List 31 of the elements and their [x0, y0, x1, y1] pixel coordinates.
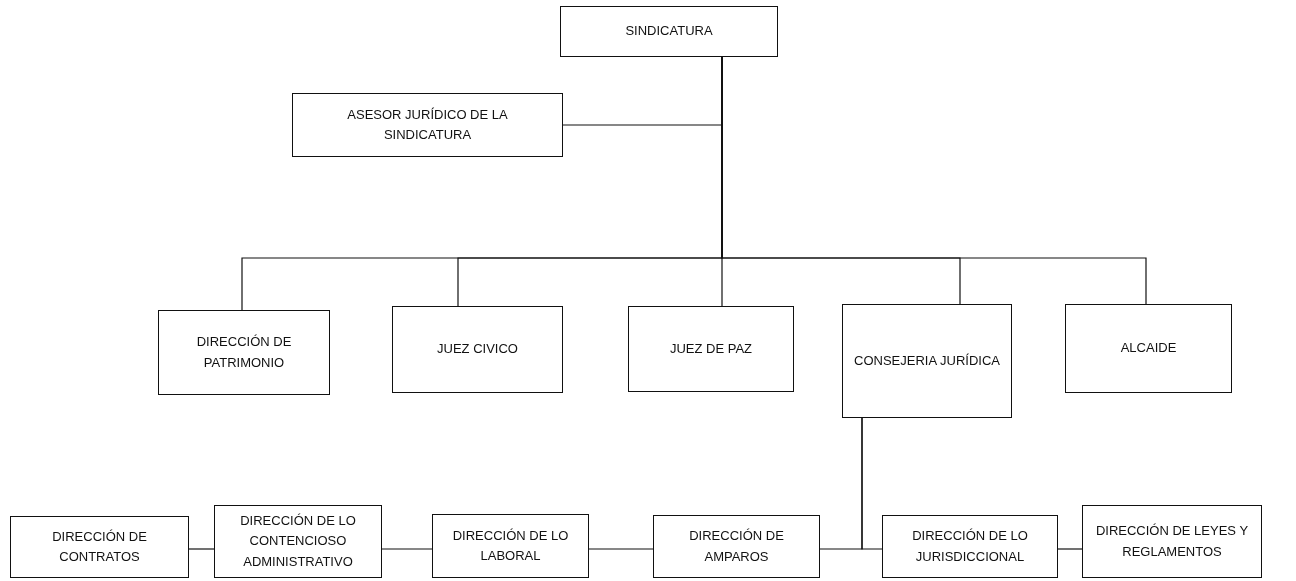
org-box: [158, 310, 330, 395]
box-label: DIRECCIÓN DE CONTRATOS: [51, 527, 148, 566]
box-label: SINDICATURA: [625, 22, 713, 41]
org-box: [292, 93, 563, 157]
box-label: DIRECCIÓN DE LEYES Y REGLAMENTOS: [1094, 522, 1250, 561]
org-box: [1065, 304, 1232, 393]
box-label: DIRECCIÓN DE LO CONTENCIOSO ADMINISTRATIVO: [239, 512, 357, 571]
org-box: [842, 304, 1012, 418]
connector-line: [861, 417, 883, 550]
box-label: ALCAIDE: [1120, 339, 1177, 358]
connector-line: [588, 548, 654, 550]
org-box: [628, 306, 794, 392]
org-box: [10, 516, 189, 578]
box-label: JUEZ CIVICO: [437, 340, 518, 359]
box-label: ASESOR JURÍDICO DE LA SINDICATURA: [346, 105, 509, 144]
box-label: DIRECCIÓN DE PATRIMONIO: [195, 333, 293, 372]
org-box: [1082, 505, 1262, 578]
box-label: JUEZ DE PAZ: [669, 339, 753, 358]
box-label: DIRECCIÓN DE LO JURISDICCIONAL: [911, 527, 1029, 566]
box-label: DIRECCIÓN DE LO LABORAL: [451, 526, 570, 565]
org-box: [432, 514, 589, 578]
box-label: CONSEJERIA JURÍDICA: [854, 351, 1000, 370]
org-box: [392, 306, 563, 393]
connector-line: [381, 548, 433, 550]
org-box: [882, 515, 1058, 578]
org-box: [560, 6, 778, 57]
connector-line: [1057, 548, 1083, 550]
box-label: DIRECCIÓN DE AMPAROS: [688, 527, 785, 566]
org-box: [653, 515, 820, 578]
connector-line: [188, 548, 215, 550]
org-box: [214, 505, 382, 578]
